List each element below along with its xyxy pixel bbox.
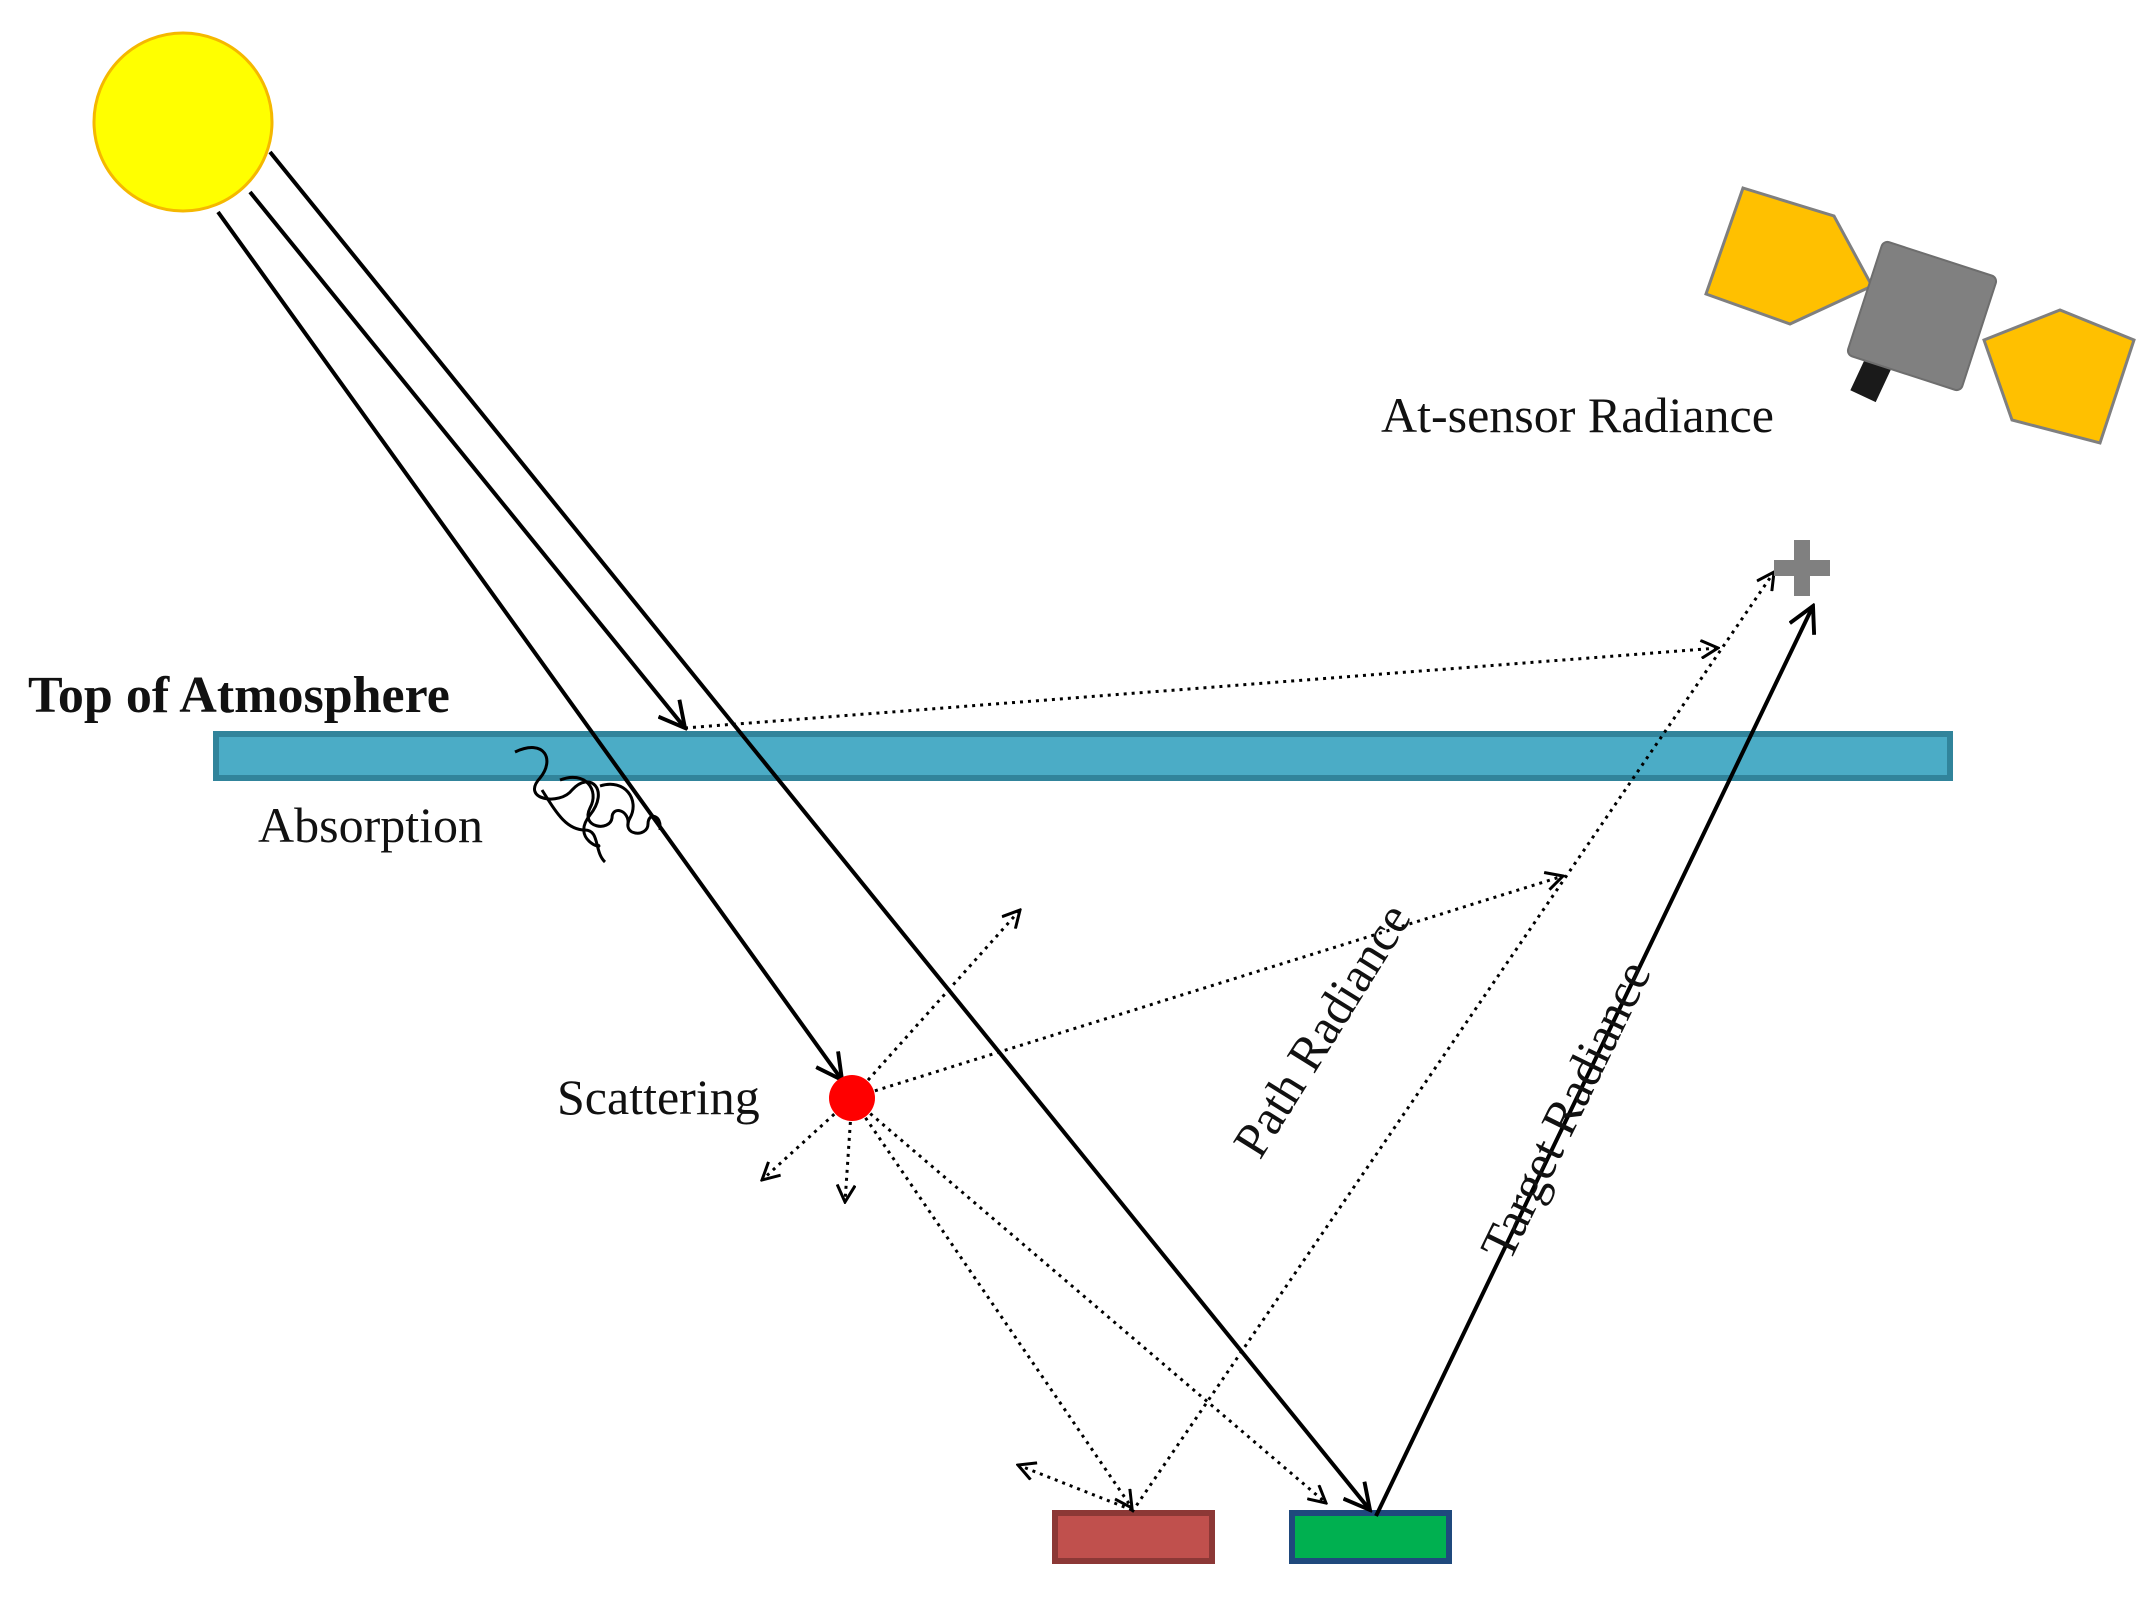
satellite-body — [1846, 240, 1998, 392]
solar-ray-reflected — [248, 190, 685, 728]
solar-ray-direct — [268, 150, 1370, 1510]
satellite-icon — [1704, 186, 2136, 445]
absorption-label: Absorption — [258, 797, 483, 853]
solar-panel-right — [1982, 308, 2136, 445]
scatter-ray-to-adjacent — [850, 1097, 1132, 1508]
plus-icon — [1774, 540, 1830, 596]
atmosphere-layer — [213, 731, 1953, 781]
surface-target — [1289, 1510, 1452, 1564]
absorption-squiggles — [514, 746, 662, 864]
solar-ray-absorbed — [216, 210, 842, 1080]
solar-panel-left — [1704, 186, 1875, 326]
surface-adjacent — [1052, 1510, 1215, 1564]
scattering-label: Scattering — [557, 1069, 760, 1125]
scattering-particle — [829, 1075, 875, 1121]
adjacent-reflection-ray — [1018, 1465, 1133, 1512]
top-of-atmosphere-label: Top of Atmosphere — [28, 667, 450, 724]
toa-reflected-ray — [684, 648, 1718, 730]
scatter-ray-up — [850, 910, 1020, 1099]
scatter-ray-to-target — [851, 1096, 1326, 1503]
sun-icon — [92, 31, 274, 213]
target-radiance-ray — [1374, 606, 1813, 1517]
scatter-ray-up-right — [851, 876, 1563, 1100]
path-radiance-ray — [1130, 572, 1774, 1513]
at-sensor-radiance-label: At-sensor Radiance — [1381, 387, 1774, 443]
